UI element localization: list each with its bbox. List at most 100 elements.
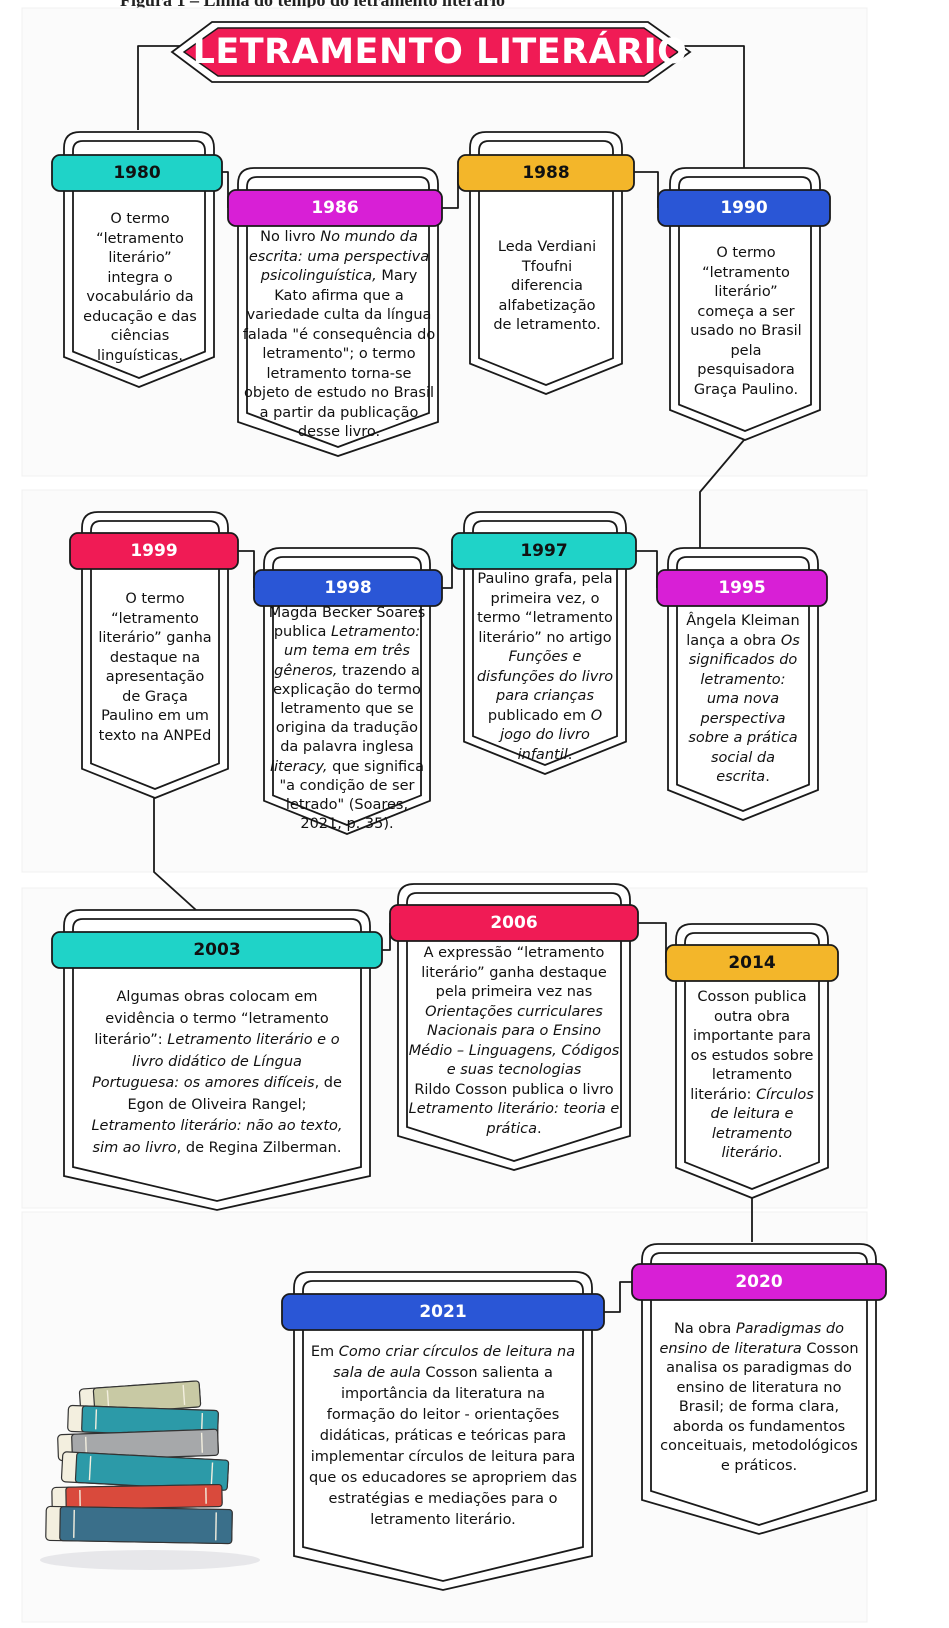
card-text-line: Letramento literário: teoria e xyxy=(398,1100,630,1120)
text: “letramento xyxy=(111,610,199,627)
card-text-line: pela xyxy=(672,342,820,362)
year-label: 1995 xyxy=(718,578,766,598)
card-text-line: objeto de estudo no Brasil xyxy=(240,384,438,404)
card-text-line: literário”: Letramento literário e o xyxy=(66,1030,368,1052)
card-text-line: da palavra inglesa xyxy=(264,738,430,757)
card-text-line: termo “letramento xyxy=(464,609,626,629)
card-text-line: e práticos. xyxy=(644,1457,874,1477)
text: implementar círculos de leitura para xyxy=(310,1449,576,1465)
text: "a condição de ser xyxy=(279,777,415,794)
italic-text: Portuguesa: os amores difíceis xyxy=(92,1075,315,1091)
card-text-line: letramento que se xyxy=(264,700,430,719)
card-text-line: literacy, que significa xyxy=(264,758,430,777)
text: letrado" (Soares, xyxy=(285,797,409,814)
italic-text: Letramento literário: não ao texto, xyxy=(91,1118,343,1134)
text: . xyxy=(765,769,770,785)
text: aborda os fundamentos xyxy=(672,1418,846,1435)
card-description: Na obra Paradigmas do ensino de literatur… xyxy=(644,1320,874,1476)
year-banner xyxy=(51,154,223,192)
card-text-line: psicolinguística, Mary xyxy=(240,267,438,287)
text: termo “letramento xyxy=(477,610,613,626)
italic-text: gêneros, xyxy=(274,662,338,679)
italic-text: Paradigmas do xyxy=(735,1321,845,1337)
italic-text: Os xyxy=(780,632,800,649)
year-label: 1998 xyxy=(324,578,372,598)
card-text-line: perspectiva xyxy=(670,710,816,730)
text: 2021, p. 35). xyxy=(300,816,394,833)
text: linguísticas. xyxy=(97,347,183,364)
text: publica xyxy=(273,624,331,641)
text: Paulino grafa, pela xyxy=(477,571,613,587)
text: Brasil; de forma clara, xyxy=(678,1399,840,1415)
card-text-line: letramento"; o termo xyxy=(240,345,438,365)
text: literário” xyxy=(108,250,172,266)
card-description: Algumas obras colocam em evidência o term… xyxy=(66,987,368,1159)
card-text-line: Tfoufni xyxy=(472,258,622,278)
text: evidência o termo “letramento xyxy=(105,1010,329,1027)
card-text-line: social da xyxy=(670,749,816,769)
card-inner-outline xyxy=(676,556,810,812)
text: literário” ganha destaque xyxy=(421,964,607,981)
timeline-card-1988 xyxy=(457,131,635,395)
text: Cosson salienta a xyxy=(420,1365,553,1381)
card-text-line: Nacionais para o Ensino xyxy=(398,1022,630,1042)
card-text-line: O termo xyxy=(672,244,820,264)
year-label: 1980 xyxy=(113,163,161,183)
card-text-line: No livro No mundo da xyxy=(240,228,438,248)
italic-text: ensino de literatura xyxy=(659,1340,802,1357)
italic-text: escrita: uma perspectiva xyxy=(248,248,430,265)
card-text-line: 2021, p. 35). xyxy=(264,815,430,834)
text: ciências xyxy=(110,328,170,344)
text: Tfoufni xyxy=(521,258,573,275)
italic-text: literário xyxy=(721,1145,778,1161)
card-text-line: significados do xyxy=(670,651,816,671)
card-text-line: e suas tecnologias xyxy=(398,1061,630,1081)
italic-text: uma nova xyxy=(706,691,780,707)
text: literário” xyxy=(714,284,778,300)
text: literário”: xyxy=(94,1032,168,1048)
text: apresentação xyxy=(105,669,205,685)
text: O termo xyxy=(125,591,185,607)
card-text-line: letramento: xyxy=(670,671,816,691)
italic-text: Letramento literário e o xyxy=(167,1032,340,1048)
text: Na obra xyxy=(673,1321,736,1337)
card-text-line: O termo xyxy=(84,590,226,610)
text: O termo xyxy=(716,245,776,261)
card-text-line: Kato afirma que a xyxy=(240,287,438,307)
card-text-line: publicado em O xyxy=(464,707,626,727)
card-text-line: de letramento. xyxy=(472,316,622,336)
text: usado no Brasil xyxy=(690,323,802,339)
timeline-card-2003 xyxy=(51,909,383,1211)
text: explicação do termo xyxy=(273,681,421,698)
italic-text: disfunções do livro xyxy=(476,668,614,685)
text: Ângela Kleiman xyxy=(686,613,800,629)
timeline-card-1999 xyxy=(69,511,239,799)
card-text-line: "a condição de ser xyxy=(264,777,430,796)
card-text-line: letramento torna-se xyxy=(240,365,438,385)
card-text-line: Ângela Kleiman xyxy=(670,612,816,632)
text: A expressão “letramento xyxy=(423,945,605,961)
card-text-line: Graça Paulino. xyxy=(672,381,820,401)
italic-text: livro didático de Língua xyxy=(132,1053,302,1070)
text: integra o xyxy=(107,269,173,286)
year-banner xyxy=(631,1263,887,1301)
text: que os educadores se apropriem das xyxy=(308,1470,578,1486)
italic-text: infantil xyxy=(517,746,568,763)
card-text-line: que os educadores se apropriem das xyxy=(296,1468,590,1489)
text: educação e das xyxy=(83,308,197,325)
timeline-card-2021 xyxy=(281,1271,605,1591)
book-4 xyxy=(60,1451,230,1491)
text: Algumas obras colocam em xyxy=(116,989,318,1005)
text: texto na ANPEd xyxy=(98,727,212,744)
text: , de Regina Zilberman. xyxy=(176,1139,342,1156)
italic-text: Orientações curriculares xyxy=(425,1003,603,1020)
card-text-line: desse livro. xyxy=(240,423,438,443)
card-text-line: vocabulário da xyxy=(70,288,210,308)
text: outra obra xyxy=(713,1008,791,1025)
italic-text: sobre a prática xyxy=(688,730,798,746)
text: Em xyxy=(310,1344,339,1360)
italic-text: Nacionais para o Ensino xyxy=(427,1023,601,1039)
